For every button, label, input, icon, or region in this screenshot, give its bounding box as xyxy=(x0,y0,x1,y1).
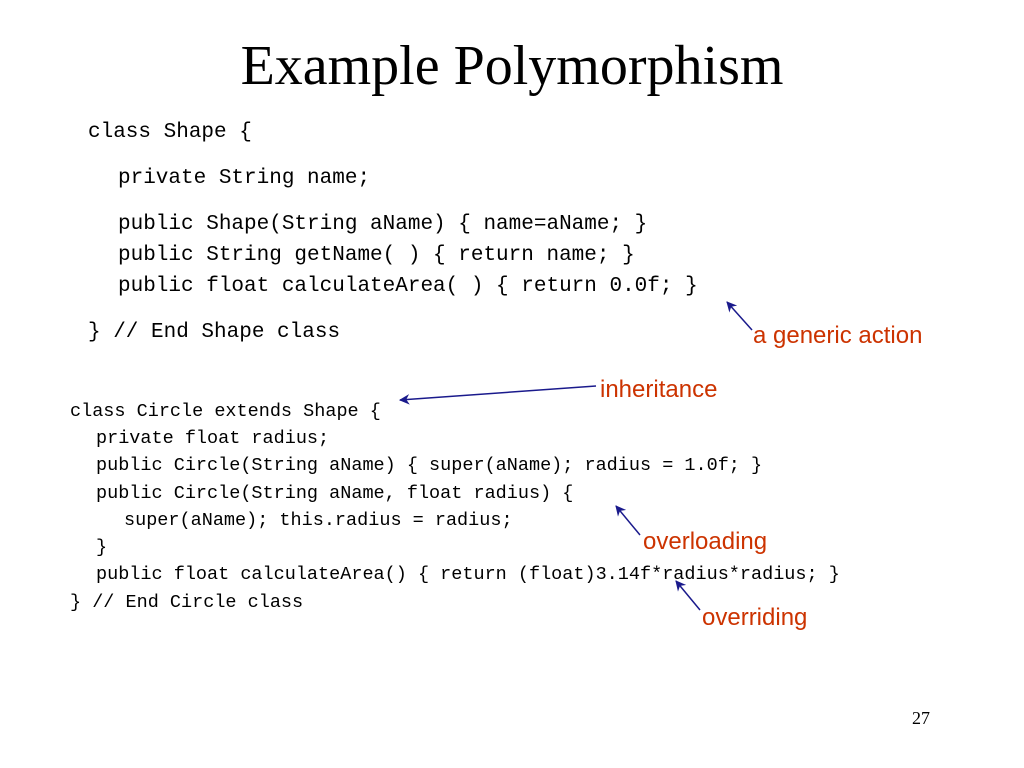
circle-code-line-8: } // End Circle class xyxy=(70,592,304,613)
annotation-overloading: overloading xyxy=(643,528,768,555)
annotation-generic-action: a generic action xyxy=(753,322,923,349)
arrow-generic-action xyxy=(726,301,753,331)
circle-code-line-7: public float calculateArea() { return (f… xyxy=(96,564,840,585)
page-number: 27 xyxy=(912,708,930,728)
annotation-inheritance: inheritance xyxy=(600,376,718,403)
shape-code-line-3: public Shape(String aName) { name=aName;… xyxy=(118,213,648,236)
shape-code-line-1: class Shape { xyxy=(88,121,252,144)
annotation-overriding: overriding xyxy=(702,604,808,631)
arrow-overloading xyxy=(615,505,641,536)
circle-code-line-5: super(aName); this.radius = radius; xyxy=(124,510,513,531)
arrow-overriding xyxy=(675,580,701,611)
shape-code-line-2: private String name; xyxy=(118,167,371,190)
circle-code-line-3: public Circle(String aName) { super(aNam… xyxy=(96,455,763,476)
shape-code-line-5: public float calculateArea( ) { return 0… xyxy=(118,275,698,298)
shape-code-line-4: public String getName( ) { return name; … xyxy=(118,244,635,267)
shape-code-line-6: } // End Shape class xyxy=(88,321,341,344)
circle-code-line-1: class Circle extends Shape { xyxy=(70,401,381,422)
circle-code-line-4: public Circle(String aName, float radius… xyxy=(96,483,574,504)
slide-title: Example Polymorphism xyxy=(240,35,784,97)
arrow-inheritance xyxy=(398,385,597,405)
circle-code-line-2: private float radius; xyxy=(96,428,330,449)
circle-code-line-6: } xyxy=(96,537,108,558)
